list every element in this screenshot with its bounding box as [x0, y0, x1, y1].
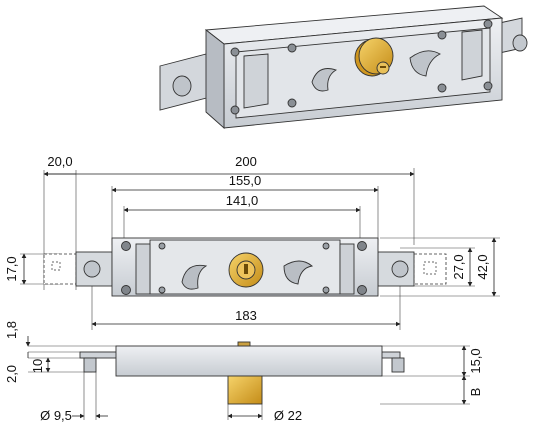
- front-view: [20, 168, 500, 330]
- dim-case-depth: 15,0: [468, 348, 483, 373]
- dim-plate-thickness: 1,8: [4, 321, 19, 339]
- dim-screw-spacing: 141,0: [226, 193, 259, 208]
- dim-cylinder-length: B: [468, 388, 483, 397]
- dim-cylinder-diameter: Ø 22: [274, 408, 302, 423]
- side-view: [28, 341, 470, 420]
- dim-right-inner-height: 27,0: [451, 254, 466, 279]
- dim-left-extension: 20,0: [47, 154, 72, 169]
- dim-bolt-spacing: 183: [235, 308, 257, 323]
- dim-case-width: 155,0: [229, 173, 262, 188]
- isometric-view: [159, 5, 528, 130]
- dim-pin-height: 10: [30, 359, 45, 373]
- dim-left-height: 17,0: [4, 256, 19, 281]
- dim-pin-diameter: Ø 9,5: [40, 408, 72, 423]
- front-view-dimensions: 200 20,0 155,0 141,0 183 17,0 27,0 42,0: [4, 154, 497, 327]
- dim-base-thickness: 2,0: [4, 365, 19, 383]
- dim-overall-width: 200: [235, 154, 257, 169]
- side-view-dimensions: 1,8 2,0 10 15,0 B Ø 9,5 Ø 22: [4, 321, 483, 423]
- dim-right-outer-height: 42,0: [475, 254, 490, 279]
